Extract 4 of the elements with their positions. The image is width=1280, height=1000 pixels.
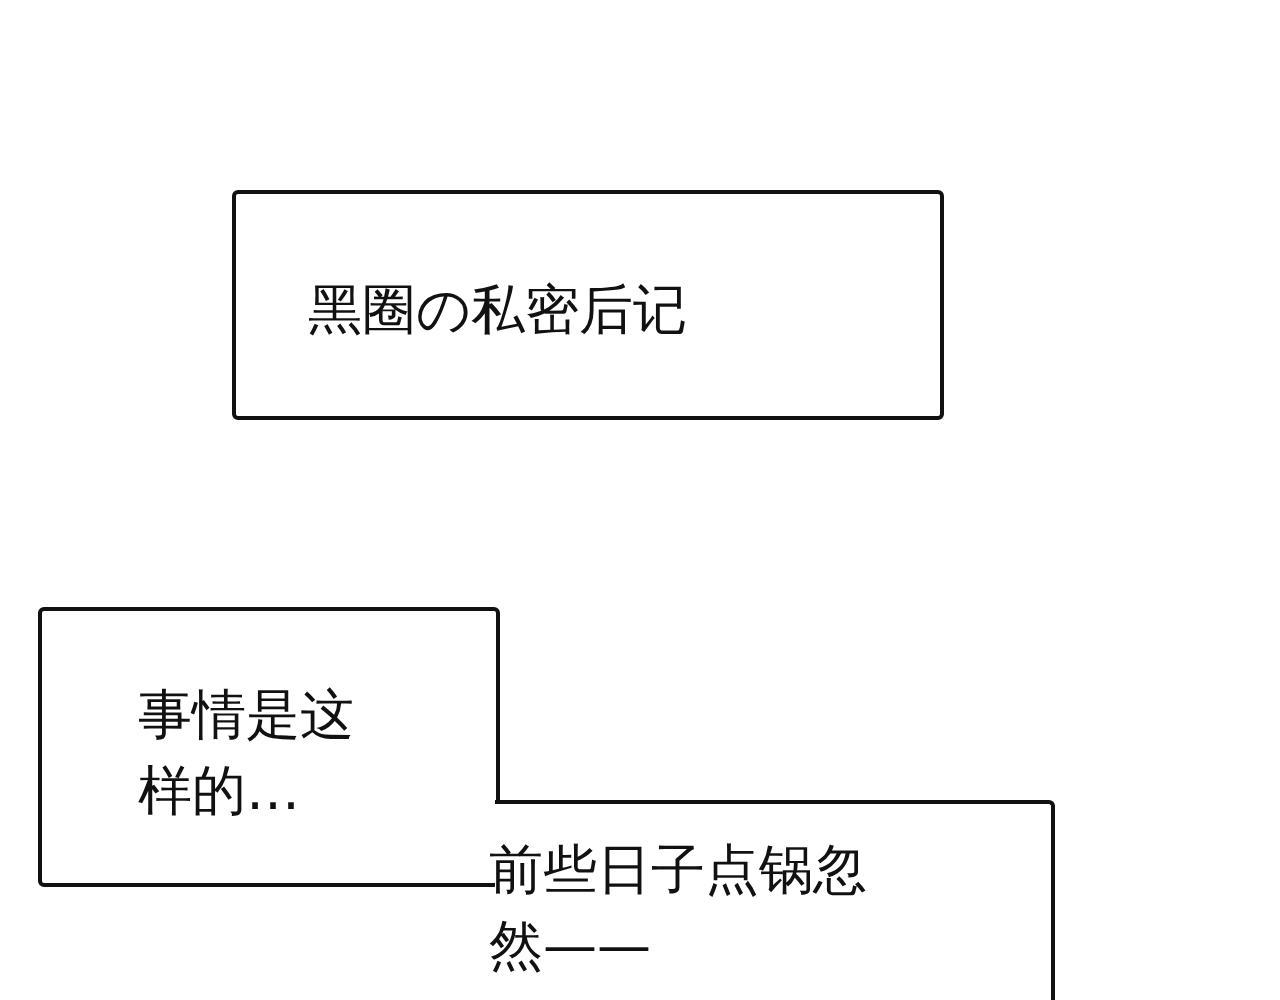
caption-text: 事情是这样的… xyxy=(138,682,355,824)
caption-text: 前些日子点锅忽然—— xyxy=(489,837,868,979)
caption-text: 黑圈の私密后记 xyxy=(308,277,688,343)
caption-box xyxy=(232,190,944,420)
